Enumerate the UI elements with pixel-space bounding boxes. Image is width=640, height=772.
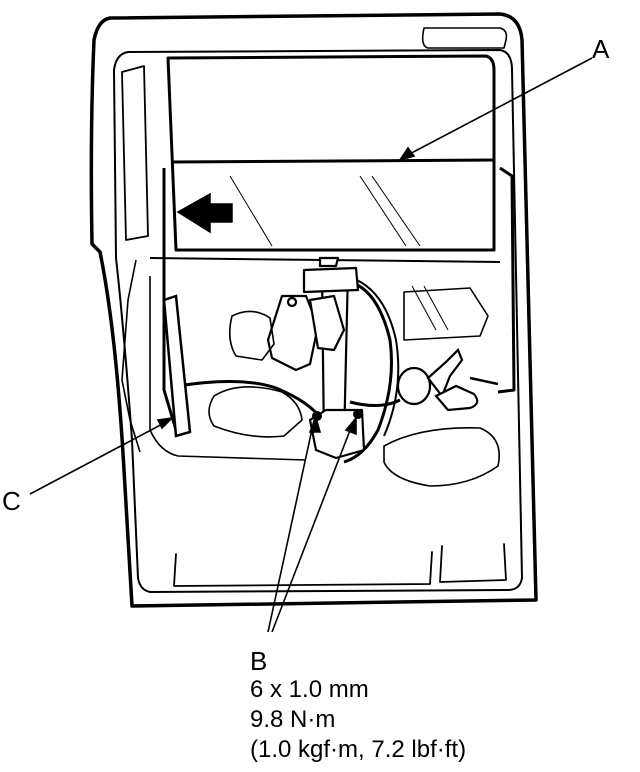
regulator-top-block: [302, 266, 360, 294]
door-outer-outline: [89, 12, 538, 608]
callout-c: C: [2, 486, 21, 516]
service-hole-lower-right: [383, 427, 500, 487]
door-inner-panel: [113, 49, 523, 593]
service-hole-upper-right: [403, 287, 489, 341]
lower-bracket: [308, 408, 366, 460]
regulator-wire-left: [177, 380, 324, 421]
window-glass: [166, 54, 496, 252]
regulator-arm: [266, 294, 320, 372]
bolt-left: [312, 411, 322, 421]
callout-b: B: [250, 646, 268, 676]
front-direction-arrow: [176, 192, 233, 234]
leader-line-b2: [271, 419, 355, 633]
bottom-slot: [173, 551, 433, 587]
regulator-frame: [162, 166, 516, 431]
regulator-cable-right: [469, 376, 499, 386]
left-channel: [121, 65, 149, 241]
rear-glass-channel: [162, 294, 192, 438]
bolt-right: [353, 409, 363, 419]
bolt-size-spec: 6 x 1.0 mm: [250, 676, 369, 703]
service-hole-lower-left: [208, 386, 303, 438]
top-right-cutout: [421, 27, 508, 49]
leader-line-a: [401, 57, 593, 159]
torque-alt-spec: (1.0 kgf·m, 7.2 lbf·ft): [250, 736, 467, 763]
bottom-slot-right: [439, 543, 507, 583]
regulator-wire-right: [349, 398, 401, 407]
torque-spec: 9.8 N·m: [250, 706, 336, 733]
leader-line-b1: [267, 419, 315, 633]
leader-line-c: [29, 419, 171, 495]
callout-a: A: [592, 34, 610, 64]
glass-edge-line: [171, 158, 495, 164]
regulator-motor: [396, 366, 432, 406]
service-hole-left: [228, 310, 275, 361]
